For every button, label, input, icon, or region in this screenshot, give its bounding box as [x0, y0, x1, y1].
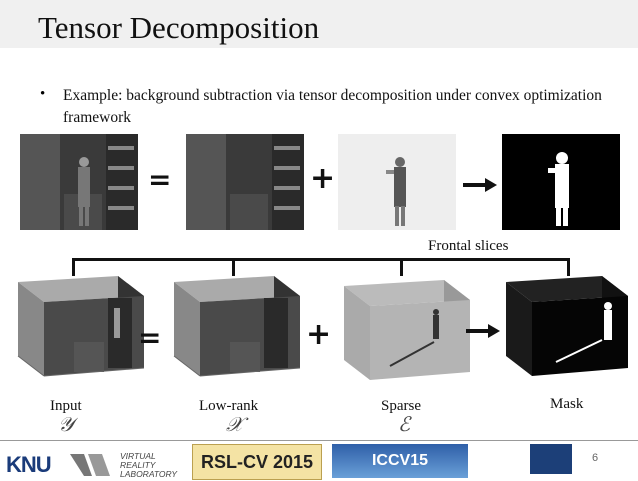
- lowrank-frame-image: [186, 134, 304, 230]
- bullet-marker: •: [40, 86, 46, 102]
- vrl-line-3: LABORATORY: [120, 469, 177, 479]
- title-bar: [0, 0, 638, 48]
- rsl-cv-logo: RSL-CV 2015: [192, 444, 322, 480]
- equals-sign-top: =: [148, 163, 172, 196]
- input-tensor-symbol: 𝒴: [58, 412, 74, 436]
- corner-logo: [530, 444, 572, 474]
- vrl-line-2: REALITY: [120, 460, 156, 470]
- lowrank-tensor-cube: [160, 272, 310, 397]
- sparse-label: Sparse: [381, 398, 421, 414]
- plus-sign-top: +: [310, 161, 336, 196]
- input-frame-image: [20, 134, 138, 230]
- knu-logo: KNU: [6, 452, 52, 477]
- bullet-text: Example: background subtraction via tens…: [63, 87, 602, 126]
- lowrank-frame-svg: [186, 134, 304, 230]
- frontal-slices-label: Frontal slices: [428, 238, 509, 254]
- sparse-tensor-cube: [330, 276, 480, 401]
- bracket-tick-lowrank: [232, 258, 235, 276]
- input-tensor-cube: [4, 272, 154, 397]
- mask-frame-svg: [548, 152, 569, 226]
- sparse-tensor-symbol: ℰ: [398, 412, 411, 436]
- mask-cube-svg: [506, 276, 628, 376]
- bracket-tick-sparse: [400, 258, 403, 276]
- bracket-line: [72, 258, 570, 261]
- vrl-line-1: VIRTUAL: [120, 451, 156, 461]
- arrow-top-svg: [463, 178, 497, 192]
- lowrank-tensor-symbol: 𝒳: [226, 412, 244, 436]
- plus-sign-bottom: +: [306, 317, 332, 352]
- footer-divider: [0, 440, 638, 441]
- input-label: Input: [50, 398, 82, 414]
- sparse-frame-svg: [386, 157, 406, 226]
- bracket-tick-input: [72, 258, 75, 276]
- sparse-cube-svg: [344, 280, 470, 380]
- equals-sign-bottom: =: [138, 321, 162, 354]
- arrow-bottom: [466, 324, 500, 343]
- lowrank-label: Low-rank: [199, 398, 259, 414]
- iccv-logo: ICCV15: [332, 444, 468, 478]
- slide-title: Tensor Decomposition: [38, 10, 320, 45]
- arrow-top: [463, 178, 497, 197]
- vrl-logo-text: VIRTUAL REALITY LABORATORY: [120, 452, 177, 479]
- mask-label: Mask: [550, 396, 584, 412]
- page-number: 6: [592, 452, 599, 464]
- mask-frame-image: [502, 134, 620, 230]
- vrl-logo-mark: [70, 454, 114, 481]
- input-frame-svg: [20, 134, 138, 230]
- vrl-mark-svg: [70, 454, 110, 476]
- lowrank-cube-svg: [173, 276, 301, 377]
- input-cube-svg: [17, 276, 145, 377]
- sparse-frame-image: [338, 134, 456, 230]
- bracket-tick-mask: [567, 258, 570, 276]
- mask-tensor-cube: [496, 272, 636, 397]
- arrow-bottom-svg: [466, 324, 500, 338]
